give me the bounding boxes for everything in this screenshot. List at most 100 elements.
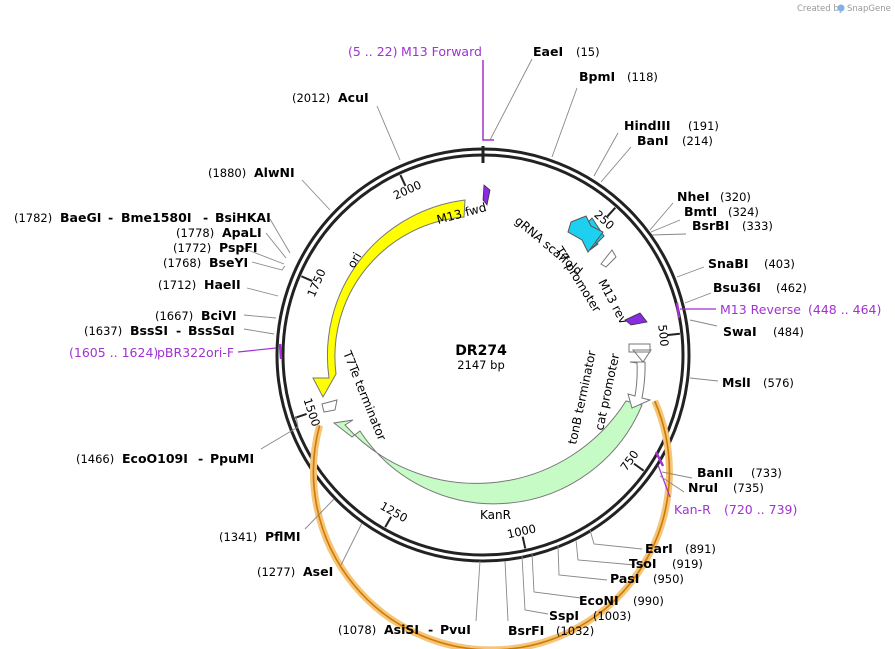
site-msli-name: MslI (722, 375, 751, 390)
cat-promoter-feature (627, 361, 652, 409)
site-bme1580i-name: Bme1580I (121, 210, 191, 225)
plasmid-name: DR274 (455, 343, 507, 359)
site-baegi-name: BaeGI (60, 210, 101, 225)
site-bmti-name: BmtI (684, 204, 717, 219)
ori-label: ori (344, 250, 364, 271)
site-nhei-name: NheI (677, 189, 710, 204)
snapgene-credit: Created by SnapGene (797, 4, 891, 14)
site-banii-pos: (733) (751, 466, 782, 480)
site-sspi-pos: (1003) (593, 609, 631, 623)
m13-reverse-marker (675, 302, 681, 319)
m13-fwd-arrow (482, 184, 491, 206)
m13-reverse-name: M13 Reverse (720, 302, 801, 317)
site-alwni-name: AlwNI (254, 165, 295, 180)
site-bsssi-name: BssSI (130, 323, 168, 338)
separator-baegi: - (108, 210, 113, 225)
site-bmti-pos: (324) (728, 205, 759, 219)
kan-r-primer-name: Kan-R (674, 502, 711, 517)
credit-brand: SnapGene (847, 4, 891, 14)
site-eaei-pos: (15) (576, 45, 600, 59)
tonb-terminator-label: tonB terminator (565, 349, 599, 445)
grna-scaffold-arrow (567, 215, 604, 253)
kanr-label: KanR (480, 508, 511, 522)
site-nhei-pos: (320) (720, 190, 751, 204)
separator-asisi: - (428, 622, 433, 637)
site-acui-pos: (2012) (292, 91, 330, 105)
scale-tick-label: 2000 (391, 178, 423, 203)
kan-r-primer-leader (657, 464, 671, 498)
site-snabi-pos: (403) (764, 257, 795, 271)
site-tsoi-pos: (919) (672, 557, 703, 571)
site-sspi-name: SspI (549, 608, 579, 623)
site-bsrfi-pos: (1032) (556, 624, 594, 638)
scale-tick-mark (606, 207, 617, 218)
site-hindiii-name: HindIII (624, 118, 671, 133)
scale-tick-mark (300, 275, 313, 282)
scale-tick-mark (521, 536, 527, 549)
site-pflmi-pos: (1341) (219, 530, 257, 544)
site-nrui-name: NruI (688, 480, 718, 495)
pbr322-pos: (1605 .. 1624) (69, 345, 158, 360)
site-bpmi-pos: (118) (627, 70, 658, 84)
site-bsrbi-pos: (333) (742, 219, 773, 233)
scale-tick-label: 1750 (304, 267, 328, 299)
kanr-orange-line (312, 400, 671, 649)
site-baegi-pos: (1782) (14, 211, 52, 225)
separator-bsssi: - (176, 323, 181, 338)
site-bpmi-name: BpmI (579, 69, 615, 84)
separator-bme1580i: - (203, 210, 208, 225)
site-bsihkai-name: BsiHKAI (215, 210, 271, 225)
site-apali-name: ApaLI (222, 225, 262, 240)
site-asisi-pos: (1078) (338, 623, 376, 637)
kan-r-primer-marker (654, 451, 665, 467)
m13-forward-pos: (5 .. 22) (348, 44, 398, 59)
t7te-terminator-feature (321, 399, 338, 413)
site-eari-name: EarI (645, 541, 673, 556)
site-pspfi-name: PspFI (219, 240, 258, 255)
site-leaders (239, 58, 719, 622)
site-bseyi-pos: (1768) (163, 256, 201, 270)
scale-tick-mark (294, 413, 307, 419)
separator-ecoo109i: - (198, 451, 203, 466)
scale-tick-label: 750 (617, 447, 641, 473)
site-econi-pos: (990) (633, 594, 664, 608)
site-bsu36i-name: Bsu36I (713, 280, 761, 295)
kan-r-primer-pos: (720 .. 739) (724, 502, 797, 517)
scale-tick-mark (399, 174, 407, 187)
site-bani-pos: (214) (682, 134, 713, 148)
pbr322-marker (278, 343, 283, 360)
site-acui-name: AcuI (338, 90, 369, 105)
site-nrui-pos: (735) (733, 481, 764, 495)
site-pvui-name: PvuI (440, 622, 471, 637)
m13-reverse-pos: (448 .. 464) (808, 302, 881, 317)
site-pspfi-pos: (1772) (173, 241, 211, 255)
t7-promoter-label: T7 promoter (552, 243, 604, 314)
site-bsrbi-name: BsrBI (692, 218, 729, 233)
site-bsssai-name: BssSαI (188, 323, 235, 338)
scale-tick-label: 1500 (301, 396, 324, 428)
site-haeii-name: HaeII (204, 277, 241, 292)
site-alwni-pos: (1880) (208, 166, 246, 180)
pbr322-leader (237, 347, 277, 353)
site-bani-name: BanI (637, 133, 669, 148)
t7-promoter-feature (600, 249, 617, 268)
site-msli-pos: (576) (763, 376, 794, 390)
tonb-terminator-feature (628, 343, 652, 363)
site-eaei-name: EaeI (533, 44, 563, 59)
site-tsoi-name: TsoI (629, 556, 657, 571)
site-bcivi-name: BciVI (201, 308, 237, 323)
site-bsrfi-name: BsrFI (508, 623, 544, 638)
scale-tick-mark (633, 462, 645, 472)
site-bsssi-pos: (1637) (84, 324, 122, 338)
site-eari-pos: (891) (685, 542, 716, 556)
plasmid-length: 2147 bp (457, 358, 505, 372)
site-snabi-name: SnaBI (708, 256, 749, 271)
site-hindiii-pos: (191) (688, 119, 719, 133)
site-ecoo109i-name: EcoO109I (122, 451, 188, 466)
m13-rev-arrow (624, 312, 648, 326)
scale-tick-mark (667, 332, 680, 337)
pbr322-name: pBR322ori-F (157, 345, 234, 360)
scale-tick-mark (384, 516, 393, 528)
credit-text: Created by (797, 4, 844, 14)
